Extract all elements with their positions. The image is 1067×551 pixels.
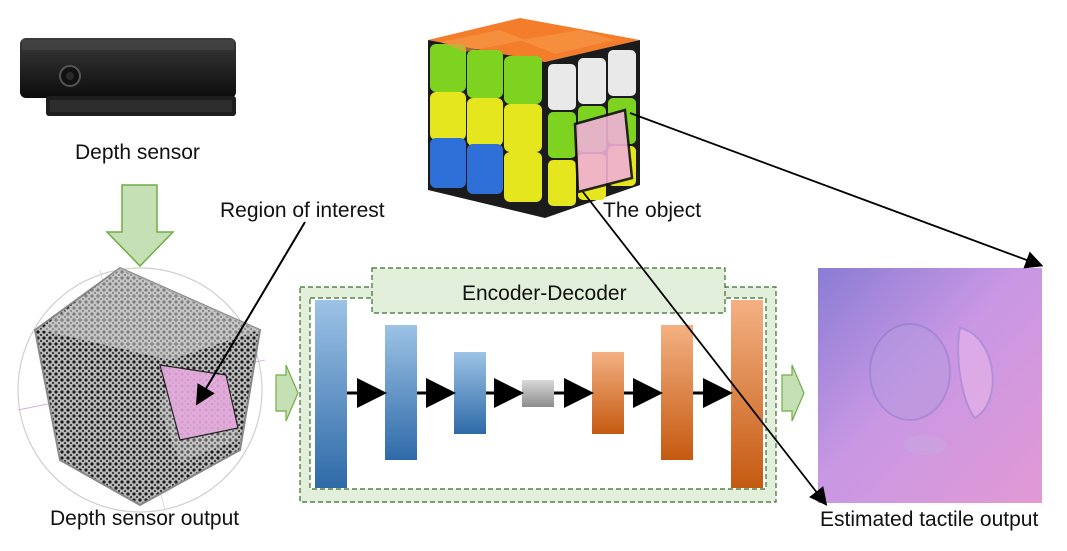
roi-callout-line [195, 221, 306, 406]
encoder-decoder-panel [299, 267, 777, 503]
bottleneck-block [522, 380, 554, 407]
decoder-block-3 [731, 300, 763, 488]
depth-sensor-label: Depth sensor [75, 141, 200, 164]
down-flow-arrow [105, 184, 175, 268]
encoder-block-2 [385, 325, 417, 460]
encoder-block-1 [315, 300, 347, 488]
output-flow-arrow [781, 364, 805, 422]
cube-to-tactile-line-top [629, 112, 1044, 269]
cube-to-tactile-line-bottom [582, 191, 828, 506]
encoder-block-3 [454, 352, 486, 434]
encoder-decoder-title: Encoder-Decoder [462, 282, 627, 305]
depth-sensor-output-label: Depth sensor output [50, 507, 240, 530]
estimated-tactile-output-label: Estimated tactile output [820, 508, 1039, 531]
tactile-image-icon [818, 268, 1042, 503]
rubiks-cube-icon [428, 18, 640, 218]
the-object-label: The object [603, 199, 702, 222]
cube-roi-box [573, 108, 634, 194]
decoder-block-2 [661, 325, 693, 460]
decoder-block-1 [592, 352, 624, 434]
kinect-depth-sensor-icon [20, 38, 236, 116]
input-flow-arrow [275, 364, 299, 422]
point-cloud-cube-icon [17, 266, 266, 513]
region-of-interest-label: Region of interest [220, 199, 385, 222]
